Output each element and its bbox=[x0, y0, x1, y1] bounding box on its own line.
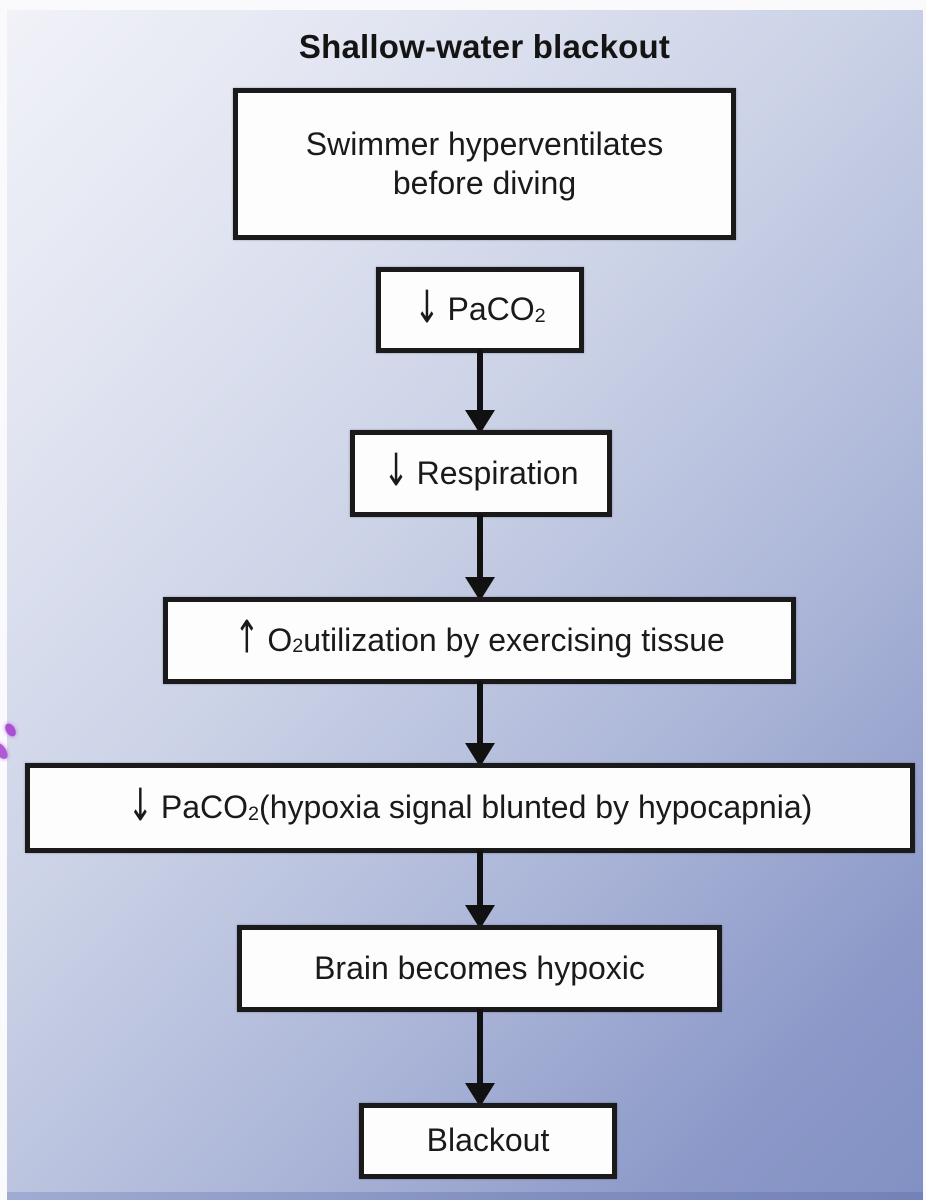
flow-box-label: PaCO bbox=[160, 789, 248, 826]
arrow-shaft bbox=[477, 350, 483, 412]
down-arrow-icon: ↓ bbox=[383, 445, 409, 498]
flow-box-label-line1: Swimmer hyperventilates bbox=[305, 125, 664, 162]
flow-arrow bbox=[465, 850, 495, 929]
flow-arrow bbox=[465, 514, 495, 601]
flow-box-label: O bbox=[267, 621, 293, 658]
down-arrow-icon: ↓ bbox=[414, 281, 440, 335]
flow-box-blackout: Blackout bbox=[359, 1103, 617, 1179]
flow-box-label: Blackout bbox=[426, 1122, 550, 1159]
flow-arrow bbox=[465, 1009, 495, 1107]
flow-box-label-post: utilization by exercising tissue bbox=[303, 621, 725, 658]
arrow-shaft bbox=[477, 1009, 483, 1085]
diagram-title: Shallow-water blackout bbox=[298, 28, 671, 65]
arrow-shaft bbox=[477, 514, 483, 579]
arrow-shaft bbox=[477, 681, 483, 745]
up-arrow-icon: ↑ bbox=[234, 612, 260, 665]
flow-box-label-line2: before diving bbox=[392, 165, 577, 201]
bottom-edge-shade bbox=[7, 1192, 923, 1200]
flow-box-label: PaCO bbox=[447, 291, 535, 328]
flow-box-label: Respiration bbox=[416, 454, 579, 491]
arrow-shaft bbox=[477, 850, 483, 907]
flow-arrow bbox=[465, 681, 495, 767]
flow-box-brain-becomes-hypoxic: Brain becomes hypoxic bbox=[237, 925, 722, 1012]
flow-box-label-post: (hypoxia signal blunted by hypocapnia) bbox=[259, 789, 813, 826]
flow-box-label: Swimmer hyperventilates before diving bbox=[306, 125, 663, 203]
flow-box-respiration-decrease: ↓ Respiration bbox=[350, 430, 612, 517]
flow-arrow bbox=[465, 350, 495, 434]
flow-box-swimmer-hyperventilates: Swimmer hyperventilates before diving bbox=[233, 88, 736, 240]
flow-box-label: Brain becomes hypoxic bbox=[314, 949, 645, 986]
down-arrow-icon: ↓ bbox=[127, 779, 153, 833]
